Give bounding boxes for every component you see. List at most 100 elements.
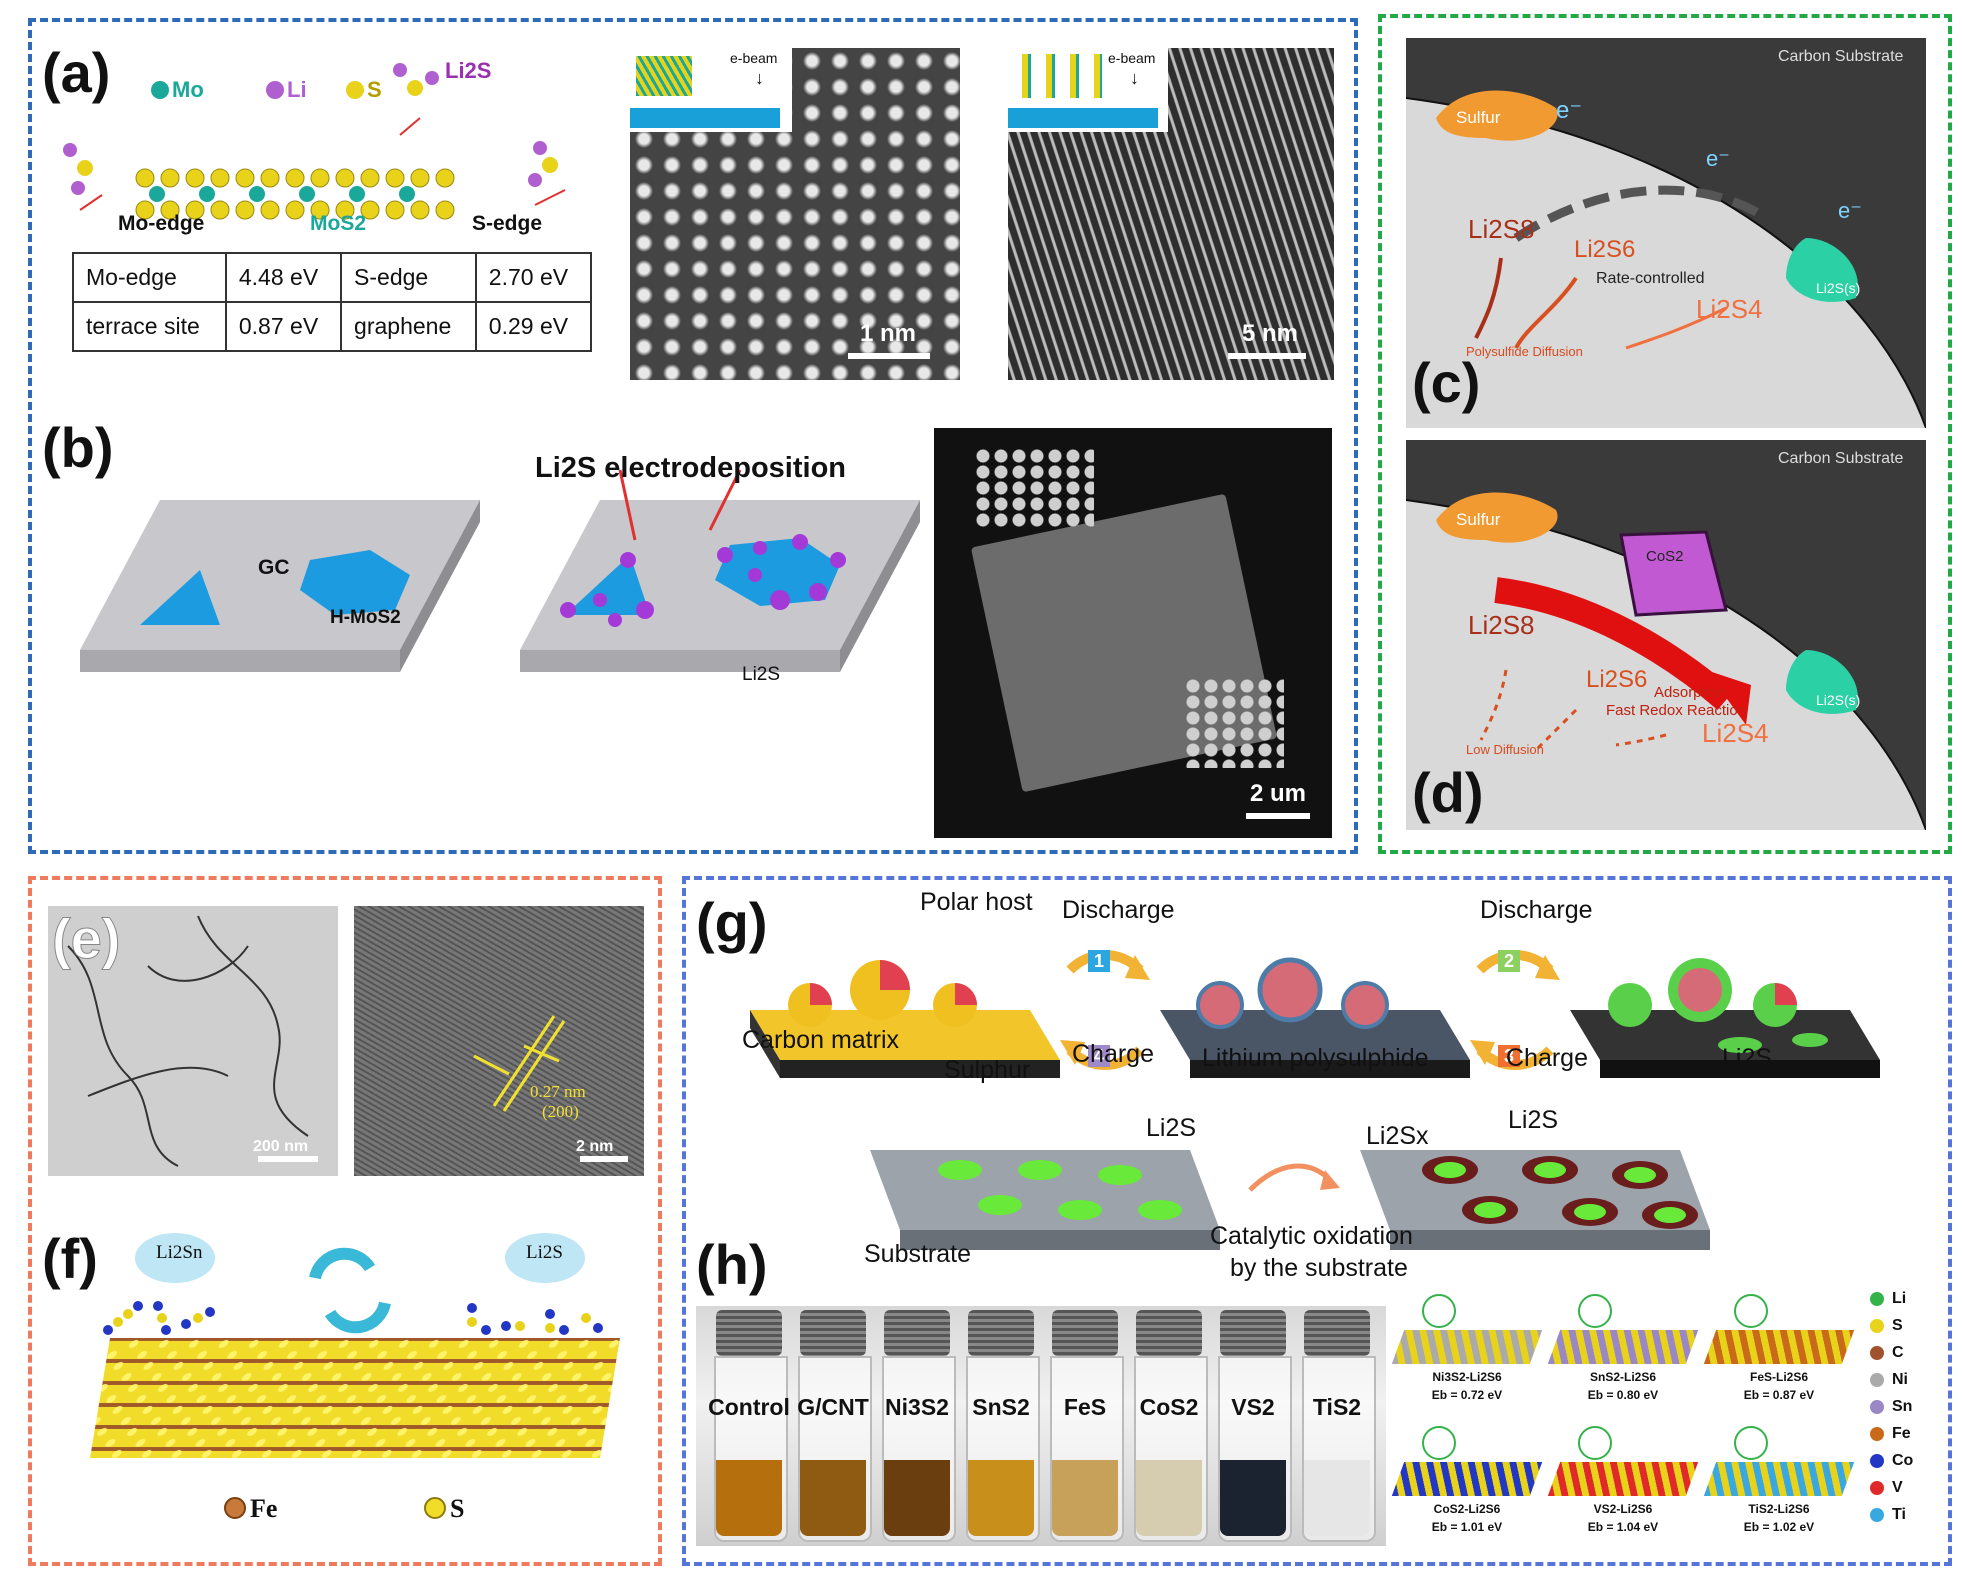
scale-bar xyxy=(258,1156,318,1162)
gc-label: GC xyxy=(258,556,290,579)
d-spacing-label: 0.27 nm xyxy=(530,1082,586,1101)
legend-entry: Li xyxy=(1870,1290,1906,1308)
electron-label: e⁻ xyxy=(1556,97,1583,124)
legend-entry: Co xyxy=(1870,1452,1913,1470)
legend-li2s: Li2S xyxy=(445,58,492,83)
lithium-polysulphide-label: Lithium polysulphide xyxy=(1202,1044,1429,1072)
structure-item: SnS2-Li2S6 Eb = 0.80 eV xyxy=(1547,1290,1699,1416)
vial-liquid xyxy=(968,1460,1034,1536)
panel-label-f: (f) xyxy=(42,1227,98,1290)
panel-label-e: (e) xyxy=(51,907,121,971)
scale-label: 5 nm xyxy=(1242,320,1299,347)
li2s-solid-label: Li2S(s) xyxy=(1816,280,1861,296)
structure-item: CoS2-Li2S6 Eb = 1.01 eV xyxy=(1391,1422,1543,1548)
panel-c-diagram: Carbon Substrate Sulfur e⁻ e⁻ e⁻ Li2S8 L… xyxy=(1406,38,1926,428)
table-cell: 2.70 eV xyxy=(474,252,593,303)
legend-entry: Ti xyxy=(1870,1506,1906,1524)
table-row: Mo-edge 4.48 eV S-edge 2.70 eV xyxy=(72,252,593,303)
legend-label: S xyxy=(1892,1317,1903,1334)
legend-swatch xyxy=(1870,1480,1884,1495)
charge-label-1: Charge xyxy=(1072,1040,1154,1068)
sulfur-label: Sulfur xyxy=(1456,510,1501,529)
li2s8-label: Li2S8 xyxy=(1468,610,1535,640)
panel-ab-frame xyxy=(28,18,1358,854)
structure-name: Ni3S2-Li2S6 xyxy=(1432,1370,1502,1384)
table-cell: S-edge xyxy=(340,252,477,303)
s-edge-label: S-edge xyxy=(472,212,543,235)
fes-slab-structure xyxy=(90,1233,620,1519)
plane-label: (200) xyxy=(542,1102,579,1121)
carbon-matrix-label: Carbon matrix xyxy=(742,1026,899,1054)
structure-name: CoS2-Li2S6 xyxy=(1433,1502,1501,1516)
binding-energy: Eb = 1.02 eV xyxy=(1743,1520,1815,1534)
binding-energy: Eb = 1.01 eV xyxy=(1431,1520,1503,1534)
li2s4-label: Li2S4 xyxy=(1696,294,1763,324)
vial-liquid xyxy=(800,1460,866,1536)
s-legend-label: S xyxy=(450,1494,465,1523)
legend-swatch xyxy=(1870,1453,1884,1468)
li2s-deposition-schematic xyxy=(520,469,920,672)
scale-bar xyxy=(848,353,930,359)
vial-5: CoS2 xyxy=(1130,1310,1220,1542)
legend-label: Ti xyxy=(1892,1506,1906,1523)
panel-label-a: (a) xyxy=(42,41,111,104)
li2sn-label: Li2Sn xyxy=(156,1242,203,1263)
legend-entry: S xyxy=(1870,1317,1903,1335)
legend-label: Li xyxy=(1892,1290,1907,1307)
structure-name: SnS2-Li2S6 xyxy=(1589,1370,1657,1384)
panel-cd-frame xyxy=(1378,14,1952,854)
scale-label: 1 nm xyxy=(860,320,917,347)
vial-label: CoS2 xyxy=(1139,1394,1199,1420)
mo-edge-label: Mo-edge xyxy=(118,212,205,235)
vial-1: G/CNT xyxy=(794,1310,884,1542)
binding-energy: Eb = 0.87 eV xyxy=(1743,1388,1815,1402)
legend-li: Li xyxy=(287,77,307,102)
mos2-label: MoS2 xyxy=(310,212,367,235)
binding-energy: Eb = 0.80 eV xyxy=(1587,1388,1659,1402)
structure-item: Ni3S2-Li2S6 Eb = 0.72 eV xyxy=(1391,1290,1543,1416)
vial-label: Control xyxy=(708,1394,790,1420)
legend-swatch xyxy=(1870,1426,1884,1441)
step-2-badge: 2 xyxy=(1504,951,1515,971)
li2sx-label: Li2Sx xyxy=(1366,1122,1429,1150)
step-1-badge: 1 xyxy=(1094,951,1105,971)
sulfur-label: Sulfur xyxy=(1456,108,1501,127)
discharge-charge-schematic xyxy=(750,950,1880,1078)
li2s6-label: Li2S6 xyxy=(1586,666,1648,693)
legend-entry: C xyxy=(1870,1344,1904,1362)
legend-entry: Sn xyxy=(1870,1398,1912,1416)
vial-liquid xyxy=(1220,1460,1286,1536)
carbon-substrate-label: Carbon Substrate xyxy=(1778,48,1904,65)
legend-label: Fe xyxy=(1892,1425,1911,1442)
legend-entry: Ni xyxy=(1870,1371,1908,1389)
table-cell: Mo-edge xyxy=(72,252,227,303)
vial-liquid xyxy=(884,1460,950,1536)
vial-liquid xyxy=(716,1460,782,1536)
discharge-label-1: Discharge xyxy=(1062,896,1175,924)
catalytic-oxidation-label-2: by the substrate xyxy=(1230,1254,1408,1282)
vial-4: FeS xyxy=(1046,1310,1136,1542)
vial-label: TiS2 xyxy=(1312,1394,1362,1420)
adsorption-label: Adsorption xyxy=(1654,684,1726,701)
panel-label-d: (d) xyxy=(1412,761,1484,824)
li2s-product-label: Li2S xyxy=(1722,1044,1773,1072)
binding-energy: Eb = 0.72 eV xyxy=(1431,1388,1503,1402)
binding-energy: Eb = 1.04 eV xyxy=(1587,1520,1659,1534)
legend-swatch xyxy=(1870,1399,1884,1414)
table-cell: 4.48 eV xyxy=(224,252,343,303)
vial-label: FeS xyxy=(1063,1394,1107,1420)
panel-d-diagram: Carbon Substrate Sulfur CoS2 Li2S8 Li2S6… xyxy=(1406,440,1926,830)
legend-s: S xyxy=(367,77,382,102)
discharge-label-2: Discharge xyxy=(1480,896,1593,924)
carbon-substrate-label: Carbon Substrate xyxy=(1778,450,1904,467)
vial-3: SnS2 xyxy=(962,1310,1052,1542)
ebeam-inset: e-beam ↓ xyxy=(1008,48,1168,132)
panel-label-g: (g) xyxy=(696,891,768,954)
ebeam-label: e-beam xyxy=(730,50,778,66)
structure-name: FeS-Li2S6 xyxy=(1749,1370,1809,1384)
scale-label: 2 um xyxy=(1250,780,1307,807)
legend-label: V xyxy=(1892,1479,1903,1496)
li2s6-label: Li2S6 xyxy=(1574,236,1636,263)
